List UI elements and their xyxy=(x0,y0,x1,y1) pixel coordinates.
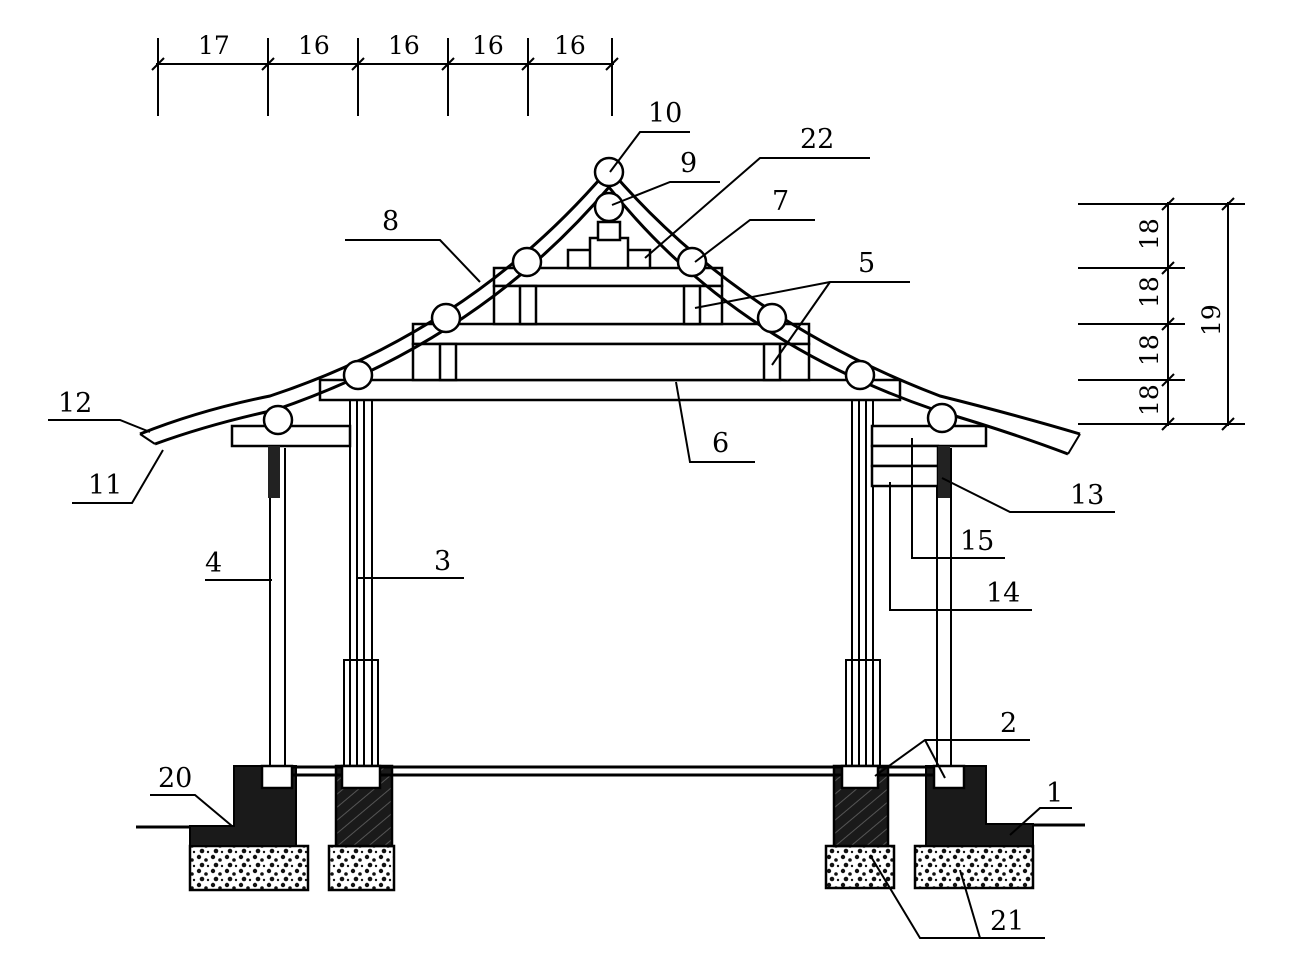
callout-label: 20 xyxy=(158,763,192,794)
columns xyxy=(269,400,952,767)
callout-label: 1 xyxy=(1046,778,1063,809)
right-dimension-label: 18 xyxy=(1135,218,1164,250)
right-dimension-label: 18 xyxy=(1135,334,1164,366)
callout-label: 14 xyxy=(986,578,1020,609)
callout-label: 7 xyxy=(772,186,789,217)
struts xyxy=(268,284,950,498)
callout-label: 6 xyxy=(712,428,729,459)
callout-label: 2 xyxy=(1000,708,1017,739)
right-dimension-labels: 18 18 18 18 19 xyxy=(1135,218,1226,416)
top-dimension-label: 16 xyxy=(554,31,586,60)
right-total-label: 19 xyxy=(1197,304,1226,336)
callout-label: 11 xyxy=(88,470,122,501)
top-dimension-label: 17 xyxy=(198,31,230,60)
floor-slab xyxy=(290,765,936,777)
callout-label: 21 xyxy=(990,906,1024,937)
callout-label: 9 xyxy=(680,148,697,179)
right-dimension-label: 18 xyxy=(1135,276,1164,308)
callout-label: 22 xyxy=(800,124,834,155)
right-dimension-label: 18 xyxy=(1135,384,1164,416)
right-dimension-line xyxy=(1078,197,1245,431)
column-bases xyxy=(260,764,966,790)
top-dimension-labels: 17 16 16 16 16 xyxy=(198,31,586,60)
purlins xyxy=(262,156,958,436)
callout-label: 3 xyxy=(434,546,451,577)
callout-label: 13 xyxy=(1070,480,1104,511)
callout-label: 12 xyxy=(58,388,92,419)
callout-label: 15 xyxy=(960,526,994,557)
top-dimension-line xyxy=(151,38,619,116)
callout-label: 8 xyxy=(382,206,399,237)
top-dimension-label: 16 xyxy=(298,31,330,60)
callout-label: 4 xyxy=(205,548,222,579)
footings xyxy=(188,844,1035,892)
callout-labels: 1 2 3 4 5 6 7 8 9 10 11 12 13 14 15 20 2… xyxy=(58,98,1104,937)
leader-lines xyxy=(48,131,1115,939)
callout-label: 5 xyxy=(858,248,875,279)
top-dimension-label: 16 xyxy=(472,31,504,60)
callout-label: 10 xyxy=(648,98,682,129)
beams xyxy=(230,220,988,488)
top-dimension-label: 16 xyxy=(388,31,420,60)
plinths xyxy=(189,764,1034,848)
